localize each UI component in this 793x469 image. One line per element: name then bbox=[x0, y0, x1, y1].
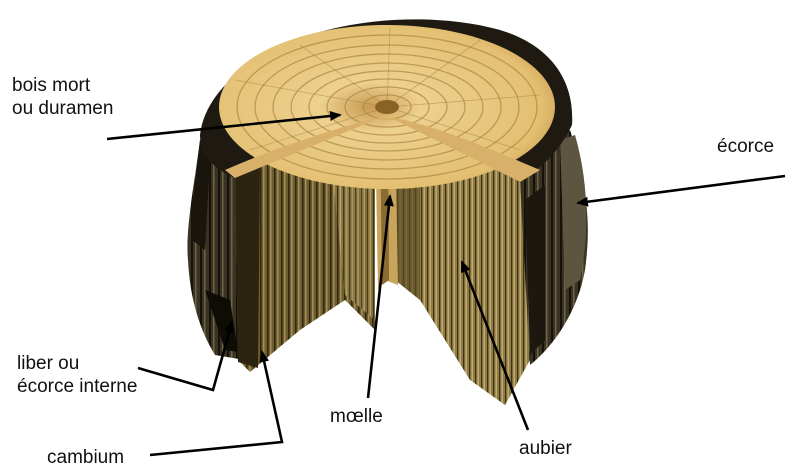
label-ecorce: écorce bbox=[717, 135, 774, 158]
label-moelle: mœlle bbox=[330, 405, 383, 428]
label-cambium: cambium bbox=[47, 446, 124, 469]
label-bois-mort: bois mort ou duramen bbox=[12, 74, 113, 120]
label-aubier: aubier bbox=[519, 437, 572, 460]
arrow-ecorce bbox=[578, 176, 785, 203]
cross-section-top bbox=[200, 19, 572, 189]
arrow-cambium bbox=[150, 352, 282, 455]
label-liber: liber ou écorce interne bbox=[17, 352, 137, 398]
